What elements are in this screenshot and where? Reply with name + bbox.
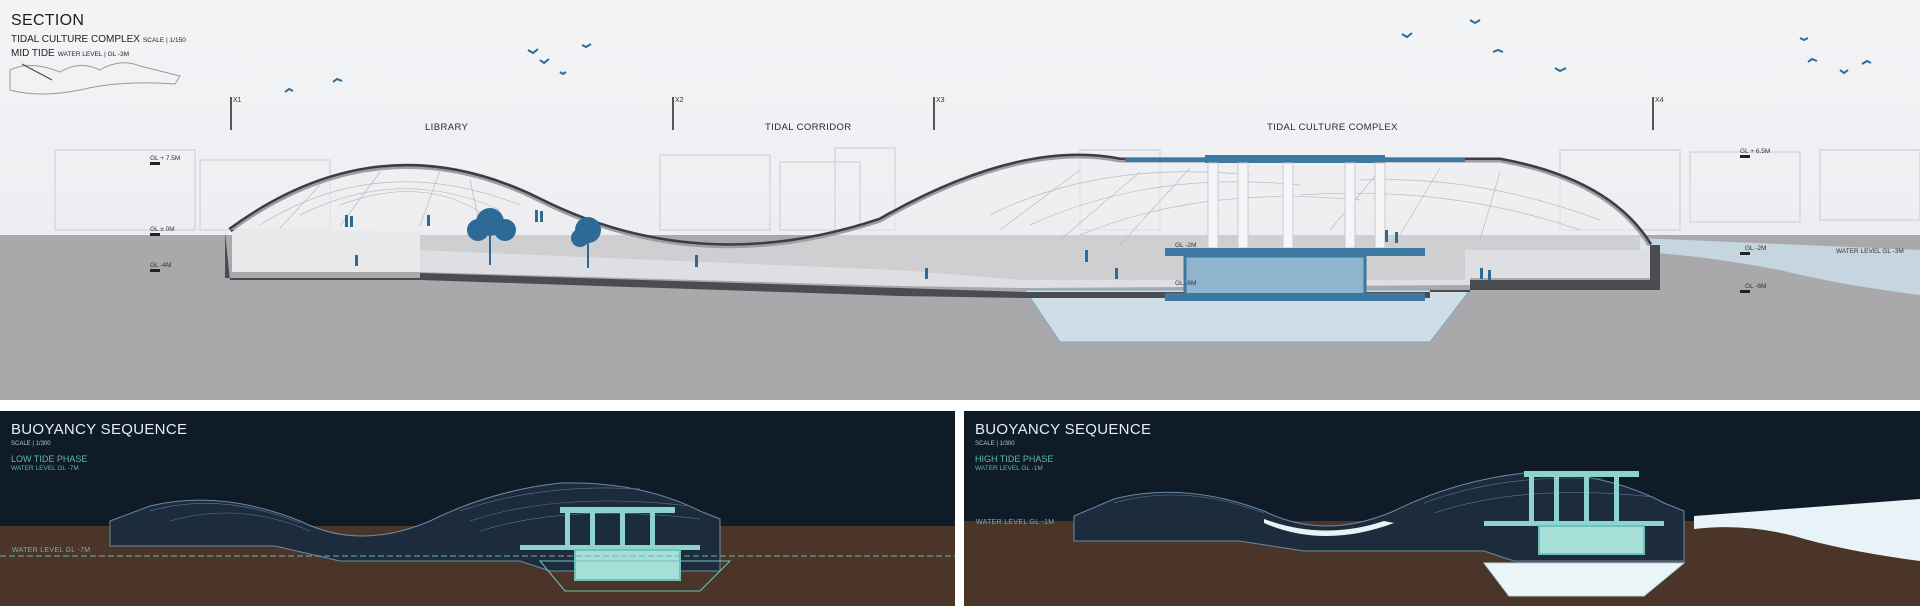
high-phase: HIGH TIDE PHASE: [975, 454, 1054, 465]
section-tide: MID TIDE: [11, 47, 55, 59]
level-gl-minus-4: GL -4M: [150, 262, 172, 269]
section-scale: SCALE | 1/150: [142, 37, 186, 45]
level-right-gl-minus-2: GL -2M: [1745, 245, 1767, 252]
high-scale: SCALE | 1/300: [975, 441, 1015, 447]
level-gl-plus-7-5: GL + 7.5M: [150, 155, 181, 162]
high-tower-cap: [1524, 471, 1639, 477]
marker-x2: X2: [675, 97, 684, 104]
low-water-line-label: WATER LEVEL GL -7M: [12, 547, 91, 554]
water-level-right-label: WATER LEVEL GL -3M: [1836, 248, 1904, 255]
high-buoyant-chamber: [1538, 525, 1645, 555]
people-figures: [345, 210, 1491, 280]
high-water-right: [1694, 499, 1920, 561]
zone-label-tidal-corridor: TIDAL CORRIDOR: [765, 122, 852, 133]
marker-x3: X3: [936, 97, 945, 104]
section-drawing: [0, 19, 1920, 400]
low-scale: SCALE | 1/300: [11, 441, 51, 447]
section-markers: [230, 97, 1654, 130]
low-water-level: WATER LEVEL GL -7M: [11, 464, 79, 472]
building-floor-slab: [225, 232, 1660, 298]
low-title: BUOYANCY SEQUENCE: [11, 421, 188, 438]
water-right: [1640, 238, 1920, 295]
birds: [284, 19, 1872, 93]
high-tide-panel: BUOYANCY SEQUENCE SCALE | 1/300 HIGH TID…: [964, 411, 1920, 606]
high-water-level: WATER LEVEL GL -1M: [975, 464, 1043, 472]
library-trees: [467, 208, 601, 268]
high-title-block: BUOYANCY SEQUENCE SCALE | 1/300 HIGH TID…: [975, 421, 1151, 473]
level-gl-0: GL ± 0M: [150, 226, 175, 233]
marker-x4: X4: [1655, 97, 1664, 104]
level-right-gl-plus-6-5: GL + 6.5M: [1740, 148, 1771, 155]
low-phase: LOW TIDE PHASE: [11, 454, 88, 465]
section-title: SECTION: [11, 12, 85, 29]
key-plan: [9, 62, 181, 95]
section-subtitle: TIDAL CULTURE COMPLEX: [11, 34, 140, 46]
level-ticks: [150, 155, 1750, 293]
high-water-line-label: WATER LEVEL GL -1M: [976, 519, 1055, 526]
low-tide-drawing: [0, 482, 955, 606]
level-center-gl-minus-6: GL -6M: [1175, 280, 1197, 287]
high-flooded-pit: [1482, 562, 1686, 597]
level-right-gl-minus-6: GL -6M: [1745, 283, 1767, 290]
low-title-block: BUOYANCY SEQUENCE SCALE | 1/300 LOW TIDE…: [11, 421, 187, 473]
low-tower-cap: [560, 507, 675, 513]
buoyant-deck: [1165, 248, 1425, 256]
low-buoyant-chamber: [574, 549, 681, 581]
high-tide-drawing: [964, 471, 1920, 606]
buoyant-chamber: [1183, 254, 1367, 298]
high-title: BUOYANCY SEQUENCE: [975, 421, 1152, 438]
marker-x1: X1: [233, 97, 242, 104]
zone-label-tidal-culture-complex: TIDAL CULTURE COMPLEX: [1267, 122, 1398, 133]
level-center-gl-minus-2: GL -2M: [1175, 242, 1197, 249]
low-tide-panel: BUOYANCY SEQUENCE SCALE | 1/300 LOW TIDE…: [0, 411, 955, 606]
section-water-level: WATER LEVEL | GL -3M: [57, 50, 129, 58]
zone-label-library: LIBRARY: [425, 122, 469, 133]
